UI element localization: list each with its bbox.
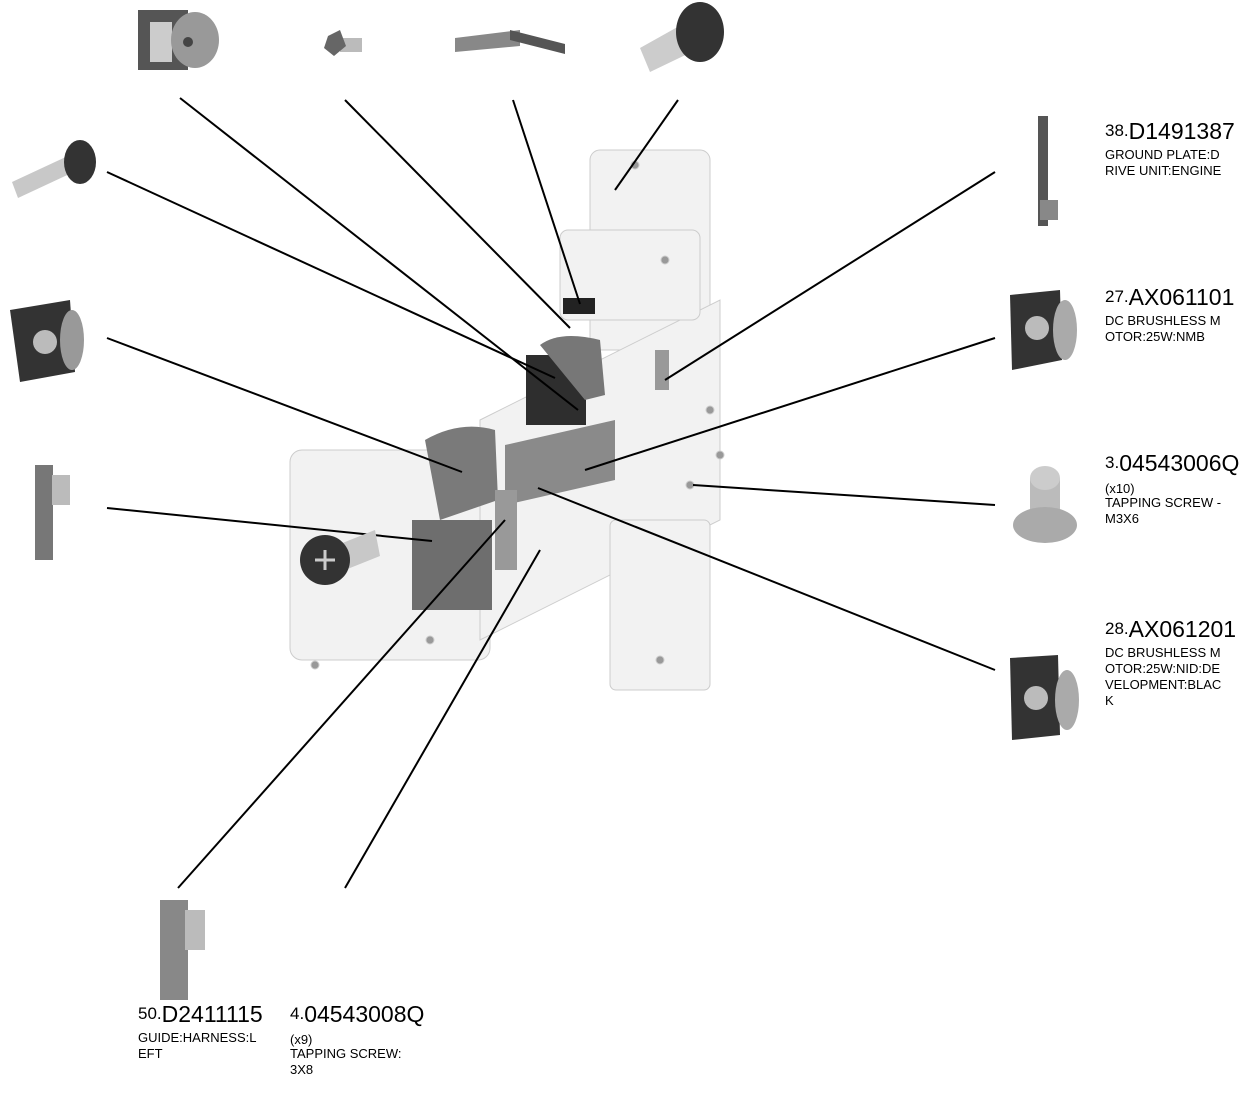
part-description: GUIDE:HARNESS:L EFT (138, 1030, 257, 1061)
dc-motor-28-part-icon (1010, 655, 1079, 740)
dc-motor-27-part-icon (1010, 290, 1077, 370)
tapping-screw-3-part-icon (1013, 466, 1077, 543)
leader-lines (106, 97, 996, 889)
part-code: D1491387 (1128, 118, 1235, 144)
part-description: DC BRUSHLESS M OTOR:25W:NID:DE VELOPMENT… (1105, 645, 1222, 708)
label-part-28: 28.AX061201 DC BRUSHLESS M OTOR:25W:NID:… (1105, 618, 1236, 709)
part-description: TAPPING SCREW - M3X6 (1105, 495, 1222, 526)
part-description: GROUND PLATE:D RIVE UNIT:ENGINE (1105, 147, 1222, 178)
part-number: 27. (1105, 287, 1129, 306)
shaft-screw-left-part-icon (12, 140, 96, 198)
label-part-27: 27.AX061101 DC BRUSHLESS M OTOR:25W:NMB (1105, 286, 1234, 345)
ground-plate-part-icon (1038, 116, 1058, 226)
part-description: DC BRUSHLESS M OTOR:25W:NMB (1105, 313, 1221, 344)
part-code: 04543008Q (304, 1001, 425, 1027)
flange-bolt-part-icon (324, 30, 362, 56)
part-quantity: (x9) (290, 1032, 313, 1047)
part-number: 3. (1105, 453, 1120, 472)
label-part-4: 4.04543008Q (x9) TAPPING SCREW: 3X8 (290, 1003, 424, 1078)
part-code: AX061101 (1128, 284, 1235, 310)
label-part-50: 50.D2411115 GUIDE:HARNESS:L EFT (138, 1003, 263, 1062)
shaft-screw-top-part-icon (640, 2, 724, 72)
part-code: 04543006Q (1119, 450, 1240, 476)
part-description: TAPPING SCREW: 3X8 (290, 1046, 402, 1077)
part-code: AX061201 (1128, 616, 1237, 642)
tapping-screw-4-part-icon (300, 530, 380, 585)
label-part-3: 3.04543006Q (x10) TAPPING SCREW - M3X6 (1105, 452, 1239, 527)
installed-parts (412, 298, 669, 610)
bracket-part-icon (455, 30, 565, 54)
motor-left-part-icon (10, 300, 84, 382)
part-number: 28. (1105, 619, 1129, 638)
part-quantity: (x10) (1105, 481, 1135, 496)
harness-guide-left-part-icon (35, 465, 70, 560)
harness-guide-50-part-icon (160, 900, 205, 1000)
part-number: 50. (138, 1004, 162, 1023)
part-number: 4. (290, 1004, 305, 1023)
part-code: D2411115 (161, 1001, 263, 1027)
part-number: 38. (1105, 121, 1129, 140)
label-part-38: 38.D1491387 GROUND PLATE:D RIVE UNIT:ENG… (1105, 120, 1235, 179)
stepper-motor-part-icon (138, 10, 219, 70)
